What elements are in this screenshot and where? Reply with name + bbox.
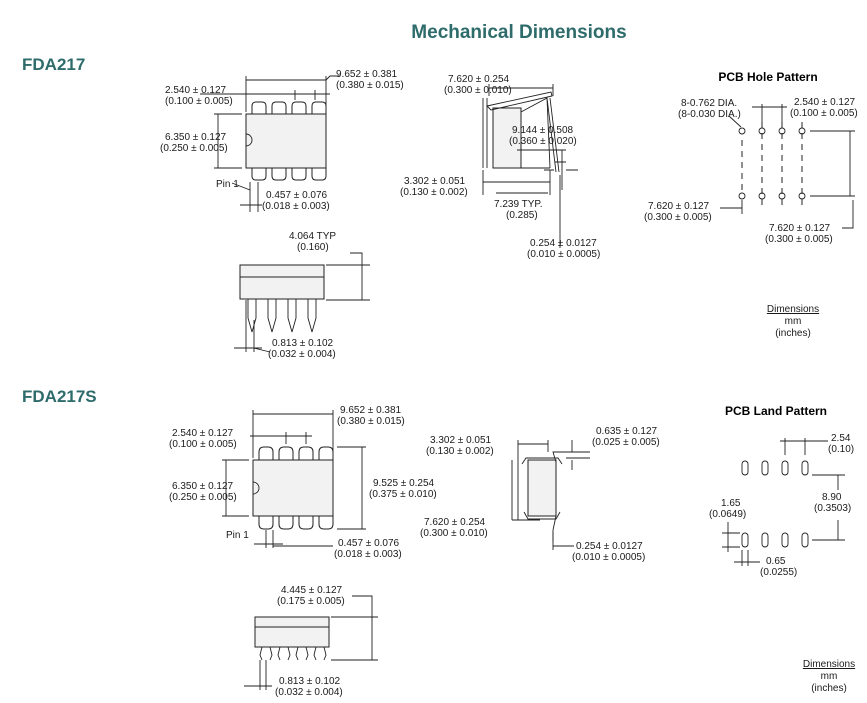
fda217-standoff-in: (0.130 ± 0.002) bbox=[400, 187, 468, 198]
fda217s-shoulder-in: (0.032 ± 0.004) bbox=[275, 687, 343, 698]
section-title-fda217: FDA217 bbox=[22, 55, 85, 74]
pcb-rowleft-mm: 7.620 ± 0.127 bbox=[648, 201, 710, 212]
fda217s-foot-in: (0.025 ± 0.005) bbox=[592, 437, 660, 448]
fda217s-units-legend: Dimensions mm (inches) bbox=[803, 659, 855, 694]
fda217-pitch-mm: 2.540 ± 0.127 bbox=[165, 85, 227, 96]
pcb-pitch-mm: 2.540 ± 0.127 bbox=[794, 97, 856, 108]
fda217s-pitch-in: (0.100 ± 0.005) bbox=[169, 439, 237, 450]
fda217s-leadthick-in: (0.010 ± 0.0005) bbox=[572, 552, 645, 563]
land-pitch-in: (0.10) bbox=[828, 444, 854, 455]
fda217s-pcb-land-pattern: PCB Land Pattern bbox=[722, 404, 845, 566]
fda217-front-labels: 4.064 TYP (0.160) 0.813 ± 0.102 (0.032 ±… bbox=[268, 231, 336, 360]
fda217s-leadthick-mm: 0.254 ± 0.0127 bbox=[576, 541, 643, 552]
fda217-standoff-mm: 3.302 ± 0.051 bbox=[404, 176, 466, 187]
fda217-spread-in: (0.360 ± 0.020) bbox=[509, 136, 577, 147]
pcb-pitch-in: (0.100 ± 0.005) bbox=[790, 108, 858, 119]
fda217s-shoulder-mm: 0.813 ± 0.102 bbox=[279, 676, 341, 687]
fda217-side-view bbox=[482, 84, 578, 248]
fda217-pitch-in: (0.100 ± 0.005) bbox=[165, 96, 233, 107]
pcb-dia-in: (8-0.030 DIA.) bbox=[678, 109, 741, 120]
fda217s-top-labels: 2.540 ± 0.127 (0.100 ± 0.005) 9.652 ± 0.… bbox=[169, 405, 437, 560]
fda217-pcb-hole-pattern: PCB Hole Pattern bbox=[718, 70, 855, 229]
fda217-typ-in: (0.285) bbox=[506, 210, 538, 221]
fda217s-front-labels: 4.445 ± 0.127 (0.175 ± 0.005) 0.813 ± 0.… bbox=[275, 585, 345, 698]
fda217s-pitch-mm: 2.540 ± 0.127 bbox=[172, 428, 234, 439]
pcb-rowright-in: (0.300 ± 0.005) bbox=[765, 234, 833, 245]
units2-title: Dimensions bbox=[803, 659, 855, 670]
fda217s-length-in: (0.380 ± 0.015) bbox=[337, 416, 405, 427]
units2-mm: mm bbox=[821, 671, 838, 682]
fda217s-front-view bbox=[244, 595, 378, 690]
fda217s-width-mm: 6.350 ± 0.127 bbox=[172, 481, 234, 492]
fda217-leadthick-in: (0.010 ± 0.0005) bbox=[527, 249, 600, 260]
units-title: Dimensions bbox=[767, 304, 819, 315]
pcb-rowright-mm: 7.620 ± 0.127 bbox=[769, 223, 831, 234]
land-row-in: (0.3503) bbox=[814, 503, 851, 514]
fda217s-standoff-mm: 3.302 ± 0.051 bbox=[430, 435, 492, 446]
fda217s-side-view bbox=[511, 440, 590, 550]
units-mm: mm bbox=[785, 316, 802, 327]
fda217s-leadwidth-mm: 0.457 ± 0.076 bbox=[338, 538, 400, 549]
pcb-hole-title: PCB Hole Pattern bbox=[718, 70, 817, 84]
fda217-top-labels: 2.540 ± 0.127 (0.100 ± 0.005) 9.652 ± 0.… bbox=[160, 69, 404, 212]
fda217-leadwidth-in: (0.018 ± 0.003) bbox=[262, 201, 330, 212]
fda217s-width-in: (0.250 ± 0.005) bbox=[169, 492, 237, 503]
land-padw-in: (0.0255) bbox=[760, 567, 797, 578]
fda217-leadwidth-mm: 0.457 ± 0.076 bbox=[266, 190, 328, 201]
fda217-pcb-labels: 8-0.762 DIA. (8-0.030 DIA.) 2.540 ± 0.12… bbox=[644, 97, 858, 245]
fda217s-height-mm: 4.445 ± 0.127 bbox=[281, 585, 343, 596]
fda217-span-mm: 7.620 ± 0.254 bbox=[448, 74, 510, 85]
fda217s-leadwidth-in: (0.018 ± 0.003) bbox=[334, 549, 402, 560]
fda217-height-mm: 4.064 TYP bbox=[289, 231, 336, 242]
fda217s-height-in: (0.175 ± 0.005) bbox=[277, 596, 345, 607]
fda217s-standoff-in: (0.130 ± 0.002) bbox=[426, 446, 494, 457]
fda217s-top-view bbox=[222, 410, 366, 548]
fda217-length-mm: 9.652 ± 0.381 bbox=[336, 69, 398, 80]
land-pitch-mm: 2.54 bbox=[831, 433, 851, 444]
fda217-width-mm: 6.350 ± 0.127 bbox=[165, 132, 227, 143]
fda217-length-in: (0.380 ± 0.015) bbox=[336, 80, 404, 91]
pcb-dia-mm: 8-0.762 DIA. bbox=[681, 98, 737, 109]
fda217s-span-side-in: (0.300 ± 0.010) bbox=[420, 528, 488, 539]
fda217s-length-mm: 9.652 ± 0.381 bbox=[340, 405, 402, 416]
pcb-rowleft-in: (0.300 ± 0.005) bbox=[644, 212, 712, 223]
pcb-land-title: PCB Land Pattern bbox=[725, 404, 827, 418]
fda217s-span-in: (0.375 ± 0.010) bbox=[369, 489, 437, 500]
land-padlen-in: (0.0649) bbox=[709, 509, 746, 520]
fda217s-side-labels: 3.302 ± 0.051 (0.130 ± 0.002) 0.635 ± 0.… bbox=[420, 426, 660, 563]
page-title: Mechanical Dimensions bbox=[411, 22, 626, 43]
fda217s-foot-mm: 0.635 ± 0.127 bbox=[596, 426, 658, 437]
fda217-shoulder-mm: 0.813 ± 0.102 bbox=[272, 338, 334, 349]
units2-inches: (inches) bbox=[811, 683, 847, 694]
fda217-span-in: (0.300 ± 0.010) bbox=[444, 85, 512, 96]
land-row-mm: 8.90 bbox=[822, 492, 842, 503]
fda217-width-in: (0.250 ± 0.005) bbox=[160, 143, 228, 154]
fda217-shoulder-in: (0.032 ± 0.004) bbox=[268, 349, 336, 360]
land-padw-mm: 0.65 bbox=[766, 556, 786, 567]
fda217-pin1-label: Pin 1 bbox=[216, 179, 239, 190]
fda217-side-labels: 7.620 ± 0.254 (0.300 ± 0.010) 9.144 ± 0.… bbox=[400, 74, 600, 260]
fda217s-pcb-labels: 2.54 (0.10) 8.90 (0.3503) 1.65 (0.0649) … bbox=[709, 433, 854, 578]
fda217-top-view bbox=[200, 75, 340, 212]
fda217s-pin1-label: Pin 1 bbox=[226, 530, 249, 541]
fda217-leadthick-mm: 0.254 ± 0.0127 bbox=[530, 238, 597, 249]
land-padlen-mm: 1.65 bbox=[721, 498, 741, 509]
units-inches: (inches) bbox=[775, 328, 811, 339]
fda217-spread-mm: 9.144 ± 0.508 bbox=[512, 125, 574, 136]
section-title-fda217s: FDA217S bbox=[22, 387, 97, 406]
fda217-typ-mm: 7.239 TYP. bbox=[494, 199, 543, 210]
fda217s-span-side-mm: 7.620 ± 0.254 bbox=[424, 517, 486, 528]
fda217-units-legend: Dimensions mm (inches) bbox=[767, 304, 819, 339]
fda217-height-in: (0.160) bbox=[297, 242, 329, 253]
fda217-front-view bbox=[234, 252, 370, 353]
fda217s-span-mm: 9.525 ± 0.254 bbox=[373, 478, 435, 489]
